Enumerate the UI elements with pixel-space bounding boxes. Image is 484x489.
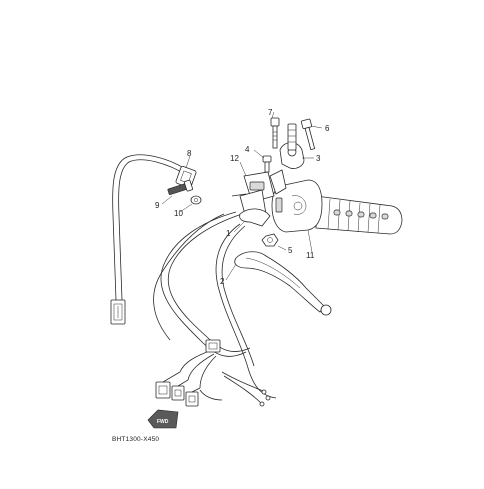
callout-4: 4	[245, 145, 250, 154]
callout-8: 8	[187, 149, 192, 158]
washer-10	[190, 195, 202, 205]
callout-6: 6	[325, 124, 330, 133]
callout-11: 11	[306, 251, 315, 260]
callout-5: 5	[288, 246, 293, 255]
callout-labels: 1 2 3 4 5 6 7 8 9 10 11 12	[155, 108, 330, 286]
screw-4	[262, 155, 272, 173]
callout-1: 1	[226, 229, 231, 238]
clutch-lever	[234, 208, 332, 316]
callout-3: 3	[316, 154, 321, 163]
callout-2: 2	[220, 277, 225, 286]
adjuster-bolt-9	[167, 179, 193, 195]
nut-5	[261, 233, 279, 247]
callout-9: 9	[155, 201, 160, 210]
bolt-6	[300, 118, 316, 151]
leader-lines	[161, 111, 323, 281]
bolt-7	[270, 117, 280, 149]
callout-7: 7	[268, 108, 273, 117]
callout-12: 12	[230, 154, 239, 163]
callout-10: 10	[174, 209, 183, 218]
front-arrow-label: FWD	[157, 419, 169, 425]
front-direction-icon: FWD	[147, 409, 179, 429]
handlebar-grip	[315, 195, 403, 235]
wire-connector-left	[110, 299, 126, 325]
cable-harness	[112, 154, 277, 405]
switch-housing	[271, 179, 323, 233]
diagram-code-label: BHT1300-X450	[112, 436, 159, 443]
clamp	[279, 123, 305, 169]
harness-connectors	[155, 339, 271, 407]
